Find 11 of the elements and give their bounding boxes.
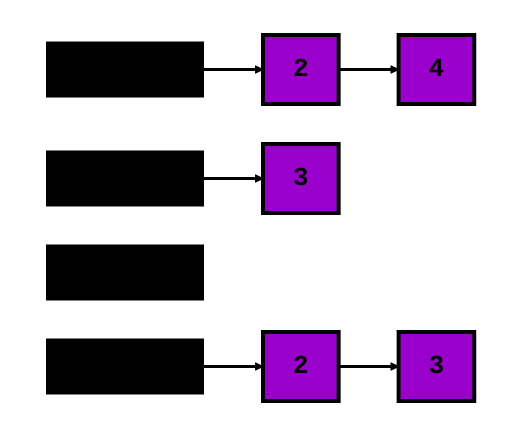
node-box [46, 338, 204, 394]
node-box [46, 42, 204, 98]
node-box: 2 [260, 330, 340, 403]
arrow [338, 65, 399, 74]
node-box: 3 [396, 330, 476, 403]
node-box: 2 [260, 33, 340, 106]
node-box: 4 [396, 33, 476, 106]
node-box: 3 [260, 142, 340, 215]
arrow [338, 362, 399, 371]
node-box [46, 150, 204, 206]
node-box [46, 244, 204, 300]
